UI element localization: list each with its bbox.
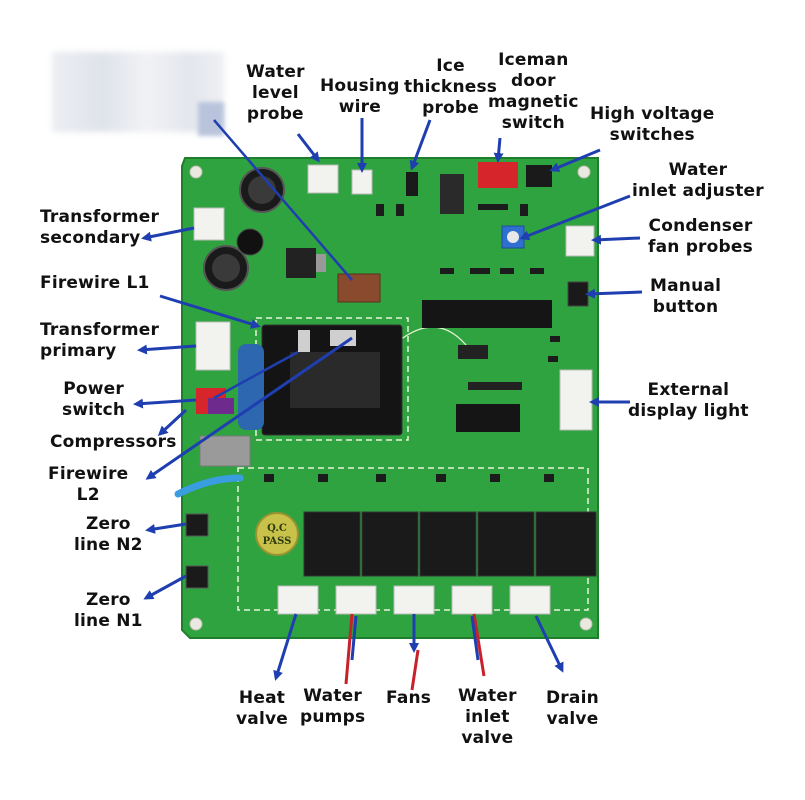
- label-external-display-light: External display light: [628, 380, 749, 421]
- label-heat-valve: Heat valve: [236, 688, 288, 729]
- iceman-door-switch-connector: [478, 162, 518, 188]
- voltage-regulator-tab: [316, 254, 326, 272]
- arrow-transformer-secondary: [141, 226, 195, 242]
- compressor-connector: [208, 398, 234, 414]
- arrow-water-level-probe: [296, 133, 320, 163]
- electrolytic-capacitor-top: [248, 176, 276, 204]
- ice-thickness-probe-connector: [406, 172, 418, 196]
- arrow-compressors: [157, 408, 188, 437]
- label-iceman-door-switch: Iceman door magnetic switch: [488, 50, 579, 133]
- label-high-voltage-switches: High voltage switches: [590, 104, 715, 145]
- inductor: [236, 228, 264, 256]
- arrow-water-inlet-adjuster: [519, 194, 631, 241]
- manual-button: [567, 281, 589, 307]
- transistor: [458, 345, 488, 359]
- label-ice-thickness-probe: Ice thickness probe: [404, 56, 498, 118]
- pump-inlet-arrows: [350, 615, 480, 661]
- label-water-level-probe: Water level probe: [246, 62, 305, 124]
- jumper-wire: [174, 474, 244, 498]
- arrow-iceman-door-switch: [493, 137, 504, 163]
- blurred-watermark-accent: [198, 102, 224, 136]
- label-drain-valve: Drain valve: [546, 688, 599, 729]
- film-capacitor: [238, 344, 264, 430]
- transformer-primary-connector: [195, 321, 231, 371]
- label-power-switch: Power switch: [62, 379, 126, 420]
- arrow-manual-button: [585, 288, 643, 299]
- housing-wire-connector: [351, 169, 373, 195]
- label-firewire-l1: Firewire L1: [40, 273, 150, 293]
- main-relay-label: [290, 352, 380, 408]
- label-compressors: Compressors: [50, 432, 177, 452]
- label-water-inlet-adjuster: Water inlet adjuster: [632, 160, 764, 201]
- silkscreen-outline: [255, 317, 409, 441]
- terminal-block: [337, 273, 381, 303]
- red-leads: [344, 613, 486, 691]
- high-voltage-switch-connector: [526, 165, 552, 187]
- crystal-cluster: [440, 174, 464, 214]
- arrow-transformer-primary: [137, 344, 197, 355]
- label-water-inlet-valve: Water inlet valve: [458, 686, 517, 748]
- silkscreen-outline: [237, 467, 589, 611]
- relay-row: [303, 511, 597, 577]
- potentiometer-knob: [507, 231, 519, 243]
- mounting-hole: [189, 617, 203, 631]
- label-transformer-secondary: Transformer secondary: [40, 207, 160, 248]
- arrow-drain-valve: [534, 615, 564, 673]
- resistor-array: [468, 382, 522, 390]
- mounting-hole: [579, 617, 593, 631]
- microcontroller-chip: [422, 300, 552, 328]
- label-firewire-l2: Firewire L2: [48, 464, 129, 505]
- label-water-pumps: Water pumps: [300, 686, 366, 727]
- relay-terminal: [330, 330, 356, 346]
- blurred-watermark: [52, 52, 224, 132]
- pointer-lines: [213, 119, 353, 400]
- label-manual-button: Manual button: [650, 276, 722, 317]
- label-transformer-primary: Transformer primary: [40, 320, 160, 361]
- passive-components: [264, 204, 560, 482]
- water-level-probe-connector: [307, 164, 339, 194]
- label-fans: Fans: [386, 688, 432, 708]
- terminal-housing: [199, 435, 251, 467]
- mounting-hole: [189, 165, 203, 179]
- arrow-firewire-l1: [159, 294, 261, 329]
- label-zero-line-n1: Zero line N1: [74, 590, 143, 631]
- zero-line-n1-terminal: [185, 565, 209, 589]
- label-condenser-fan-probes: Condenser fan probes: [648, 216, 753, 257]
- annotation-arrows: [133, 118, 643, 681]
- voltage-regulator: [286, 248, 316, 278]
- arrow-zero-line-n1: [143, 574, 187, 600]
- arrow-zero-line-n2: [145, 522, 187, 534]
- electrolytic-capacitor-top: [212, 254, 240, 282]
- external-display-connector: [559, 369, 593, 431]
- arrow-power-switch: [133, 398, 197, 409]
- arrow-high-voltage-switches: [549, 148, 601, 172]
- transformer-secondary-connector: [193, 207, 225, 241]
- label-zero-line-n2: Zero line N2: [74, 514, 143, 555]
- bottom-connectors: [277, 585, 551, 615]
- arrow-heat-valve: [273, 613, 298, 681]
- label-housing-wire: Housing wire: [320, 76, 400, 117]
- arrow-firewire-l2: [145, 336, 353, 480]
- arrow-ice-thickness-probe: [409, 119, 432, 171]
- qc-pass-stamp: Q.C PASS: [255, 512, 299, 556]
- relay-terminal: [298, 330, 310, 352]
- arrow-condenser-fan-probes: [591, 234, 641, 245]
- mounting-hole: [577, 165, 591, 179]
- condenser-fan-probe-connector: [565, 225, 595, 257]
- logic-chip: [456, 404, 520, 432]
- zero-line-n2-terminal: [185, 513, 209, 537]
